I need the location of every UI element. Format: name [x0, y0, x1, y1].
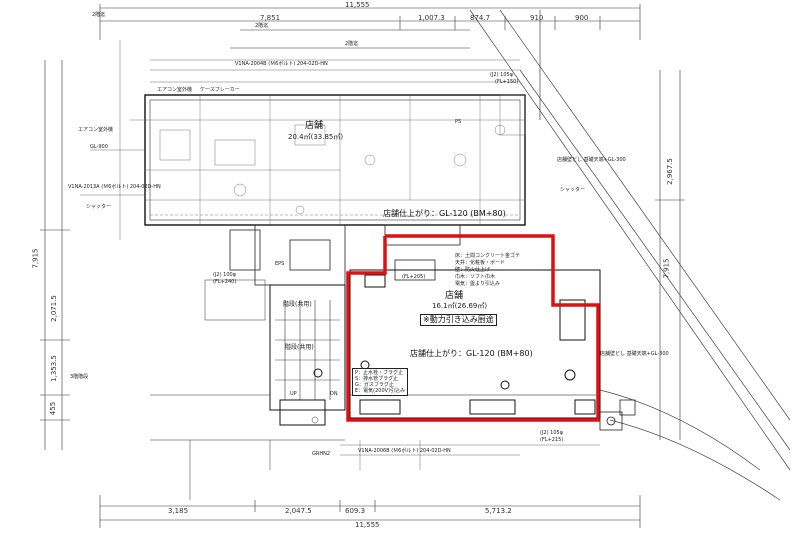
label-j2-top: (J2) 105φ	[490, 72, 513, 78]
middle-area	[229, 224, 461, 286]
room-upper-shop-area: 20.4㎡(33.85㎡)	[288, 133, 344, 141]
dim-top-b: 1,007.3	[418, 14, 445, 22]
room-power-note: ※動力引き込み厨途	[420, 314, 497, 326]
note-top-floor: 2階迄	[92, 12, 106, 18]
dim-left-b: 2,071.5	[49, 295, 58, 322]
dimension-lines-left	[40, 60, 70, 450]
legend-3: G：ガスブラグ止	[355, 382, 394, 388]
note-wall-right-2: 店舗壁どし 基礎天端+GL-300	[600, 351, 669, 357]
stairs-area	[269, 284, 346, 426]
note-wall-right-1: 店舗壁どし 基礎天端+GL-300	[557, 157, 626, 163]
room-stairs: 階段(共用)	[283, 301, 312, 308]
dim-bottom-b: 2,047.5	[285, 507, 312, 515]
note-top-floor-2: 2階迄	[255, 23, 269, 29]
note-ac-pipe-2: エアコン室外機	[78, 127, 114, 133]
legend-4: E：電気(200V)引込み	[355, 388, 406, 394]
main-shop-structure	[349, 269, 601, 419]
dim-bottom-d: 5,713.2	[485, 507, 512, 515]
dim-left-c: 1,353.5	[49, 355, 58, 382]
utility-box	[599, 399, 636, 431]
floor-note-4: 巾木：ソフト巾木	[455, 274, 496, 280]
dim-right-a: 2,967.5	[665, 158, 674, 185]
label-pfl-right-top: (FL+150)	[495, 79, 519, 85]
floor-note-5: 電気：盤より引込み	[455, 281, 500, 287]
spec-left: V1NA-2013A (Ｍ6ボルト) 204-02D-HN	[68, 184, 161, 190]
label-grhn: GRHN2	[312, 451, 331, 457]
label-eps: EPS	[275, 261, 285, 267]
dim-left-d: 455	[49, 401, 58, 416]
room-upper-shop-floor: 店舗仕上がり：GL-120 (BM+80)	[383, 209, 506, 218]
room-upper-shop-name: 店舗	[305, 121, 324, 131]
label-pfl-small: (FL+205)	[402, 274, 426, 280]
dimension-lines-bottom	[99, 495, 641, 528]
label-ps: PS	[455, 119, 462, 125]
legend-box: P：止水栓・ブラグ止 S：排水管ブラグ止 G：ガスブラグ止 E：電気(200V)…	[352, 368, 409, 396]
label-pfl-right: (FL+215)	[540, 437, 564, 443]
label-dn: DN	[330, 391, 338, 397]
note-shutter-right: シャッター	[560, 187, 586, 193]
dimension-lines-top	[99, 4, 641, 49]
note-top-floor-3: 2階迄	[345, 41, 359, 47]
tenant-boundary	[346, 234, 600, 422]
label-pfl-left: (FL+240)	[213, 279, 237, 285]
room-stairs-inner: 階段(共用)	[285, 344, 314, 351]
floor-note-2: 天井：化粧板・ボード	[455, 260, 506, 266]
bottom-leader-lines	[340, 440, 600, 470]
dimension-lines-right	[655, 70, 685, 440]
room-main-shop-floor: 店舗仕上がり：GL-120 (BM+80)	[410, 349, 533, 358]
note-shutter: シャッター	[86, 204, 112, 210]
dim-right-b: 7,915	[662, 258, 671, 279]
note-ac-pipe: エアコン室外機	[157, 87, 193, 93]
spec-bottom: V1NA-2006B (Ｍ6ボルト) 204-02D-HN	[358, 448, 451, 454]
label-up: UP	[290, 391, 297, 397]
legend-1: P：止水栓・ブラグ止	[355, 370, 404, 376]
upper-shop-outline	[144, 94, 526, 226]
dim-top-d: 910	[530, 14, 544, 22]
floor-note-3: 壁：防火仕上げ	[455, 267, 491, 273]
room-main-shop-area: 16.1㎡(26.69㎡)	[432, 302, 488, 310]
dim-top-c: 874.7	[470, 14, 491, 22]
floor-note-1: 床：土間コンクリート金ゴテ	[455, 253, 521, 259]
dim-bottom-c: 609.3	[345, 507, 366, 515]
label-j2: (J2) 105φ	[540, 430, 563, 436]
note-case-breaker: ケースブレーカー	[200, 87, 240, 93]
dim-bottom-a: 3,185	[168, 507, 189, 515]
legend-2: S：排水管ブラグ止	[355, 376, 399, 382]
label-gl-900: GL-900	[90, 144, 108, 150]
spec-leader-lines	[80, 40, 520, 240]
room-main-shop-name: 店舗	[445, 291, 464, 301]
dim-left-a: 7,915	[31, 248, 40, 269]
dim-bottom-total: 11,555	[355, 521, 380, 529]
site-boundary-lines	[469, 9, 791, 501]
label-j2-left: (J2) 100φ	[213, 272, 236, 278]
dim-top-e: 900	[575, 14, 589, 22]
room-third-floor: 3階階段	[70, 374, 89, 380]
dim-top-total: 11,555	[345, 1, 370, 9]
dim-top-a: 7,851	[260, 14, 281, 22]
upper-shop-internals	[145, 94, 526, 225]
spec-top: V1NA-2004B (Ｍ6ボルト) 204-02D-HN	[235, 61, 328, 67]
lower-left-area	[150, 279, 345, 500]
